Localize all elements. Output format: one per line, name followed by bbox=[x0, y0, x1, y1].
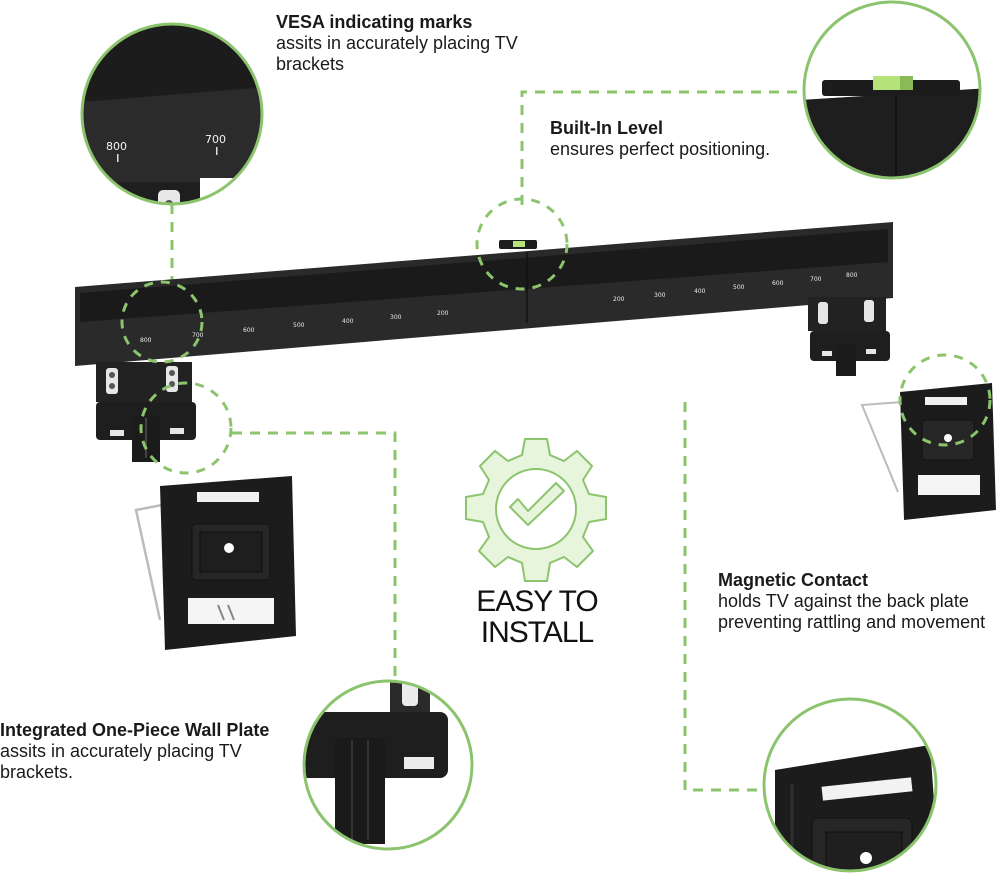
rail-mark: 300 bbox=[390, 314, 402, 321]
zoom-mark-700: 700 bbox=[205, 133, 226, 146]
callout-title: VESA indicating marks bbox=[276, 12, 473, 32]
tv-plate-left bbox=[134, 476, 296, 650]
bracket-left bbox=[96, 362, 196, 462]
rail-mark: 300 bbox=[654, 292, 666, 299]
tv-plate-right bbox=[860, 383, 996, 520]
rail-mark: 400 bbox=[694, 288, 706, 295]
zoom-vesa-marks: 800 700 bbox=[80, 22, 264, 206]
callout-description: assits in accurately placing TV brackets… bbox=[0, 741, 242, 782]
callout-title: Magnetic Contact bbox=[718, 570, 869, 590]
callout-title: Built-In Level bbox=[550, 118, 664, 138]
rail-mark: 600 bbox=[772, 280, 784, 287]
zoom-mark-800: 800 bbox=[106, 140, 127, 153]
leader-magnetic bbox=[683, 402, 765, 792]
easy-install-line1: EASY TO bbox=[476, 585, 598, 618]
callout-vesa-marks: VESA indicating marks assits in accurate… bbox=[276, 12, 606, 75]
leader-level bbox=[520, 90, 800, 205]
rail-mark: 200 bbox=[613, 296, 625, 303]
bracket-right bbox=[808, 297, 890, 376]
zoom-wall-plate bbox=[302, 679, 474, 851]
callout-magnetic-contact: Magnetic Contact holds TV against the ba… bbox=[718, 570, 988, 633]
callout-built-in-level: Built-In Level ensures perfect positioni… bbox=[550, 118, 820, 160]
easy-install-label: EASY TO INSTALL bbox=[462, 586, 612, 648]
callout-title: Integrated One-Piece Wall Plate bbox=[0, 720, 270, 740]
rail-mark: 800 bbox=[140, 337, 152, 344]
rail-marks-left: 800 700 600 500 400 300 200 bbox=[140, 310, 449, 344]
callout-wall-plate: Integrated One-Piece Wall Plate assits i… bbox=[0, 720, 290, 783]
rail-mark: 600 bbox=[243, 327, 255, 334]
zoom-magnetic-contact bbox=[762, 697, 938, 873]
highlight-level bbox=[475, 197, 569, 291]
zoom-built-in-level bbox=[802, 0, 982, 180]
rail-mark: 800 bbox=[846, 272, 858, 279]
highlight-plate bbox=[139, 381, 233, 475]
gear-check-icon bbox=[465, 438, 607, 582]
highlight-magnetic bbox=[898, 353, 992, 447]
rail-marks-right: 200 300 400 500 600 700 800 bbox=[613, 272, 858, 303]
rail-mark: 700 bbox=[192, 332, 204, 339]
rail-mark: 500 bbox=[293, 322, 305, 329]
highlight-circles bbox=[120, 197, 992, 475]
rail-mark: 500 bbox=[733, 284, 745, 291]
highlight-vesa bbox=[120, 280, 204, 364]
callout-description: holds TV against the back plate preventi… bbox=[718, 591, 986, 632]
easy-install-line2: INSTALL bbox=[480, 616, 595, 649]
callout-description: ensures perfect positioning. bbox=[550, 139, 771, 159]
leader-plate bbox=[232, 431, 397, 680]
rail-mark: 400 bbox=[342, 318, 354, 325]
callout-description: assits in accurately placing TV brackets bbox=[276, 33, 518, 74]
rail-mark: 700 bbox=[810, 276, 822, 283]
rail-mark: 200 bbox=[437, 310, 449, 317]
leader-lines bbox=[170, 90, 800, 792]
wall-rail bbox=[75, 222, 893, 366]
